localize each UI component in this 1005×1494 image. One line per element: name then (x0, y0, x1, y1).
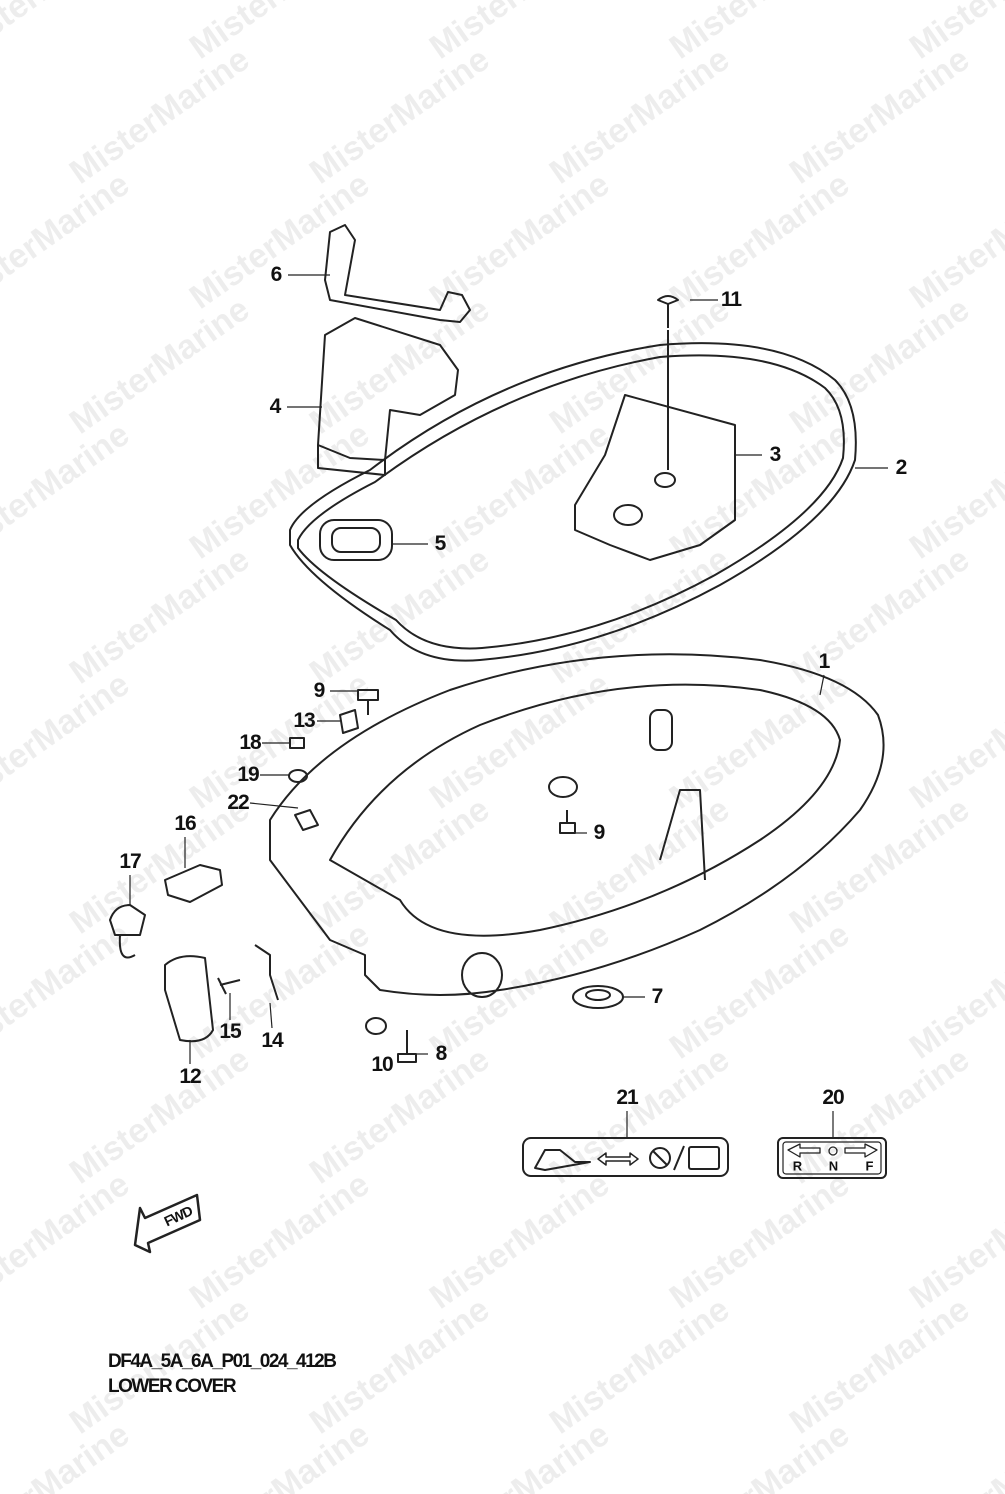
part-22-clip (294, 809, 319, 831)
part-4-duct (317, 317, 459, 461)
callout-5: 5 (434, 532, 447, 555)
leader-lines (129, 274, 888, 1138)
neutral-circle-icon (828, 1146, 838, 1156)
part-7-seal-inner (585, 989, 611, 1001)
part-1-lower-cover-inner (329, 683, 841, 937)
part-3-hole (654, 472, 676, 488)
part-16-connector (164, 864, 223, 903)
callout-9-lower: 9 (593, 821, 606, 844)
slash-divider (673, 1145, 685, 1171)
part-13-plate (339, 709, 359, 734)
callout-15: 15 (219, 1020, 241, 1043)
part-2-upper-cover-inner (297, 354, 845, 650)
part-9-bolt-upper (357, 689, 379, 715)
prohibited-icon (649, 1147, 671, 1169)
callout-13: 13 (293, 709, 315, 732)
part-5-grommet-inner (331, 527, 381, 553)
part-1-post (649, 709, 673, 751)
part-15-screw (217, 977, 241, 995)
part-1-rib (659, 789, 706, 881)
callout-12: 12 (179, 1065, 201, 1088)
part-19-washer (288, 769, 308, 783)
callout-4: 4 (269, 395, 282, 418)
part-12-cover (164, 955, 214, 1043)
arrow-left-icon (787, 1143, 821, 1158)
part-5-grommet (319, 519, 393, 561)
callout-6: 6 (270, 263, 283, 286)
diagram-title: LOWER COVER (108, 1376, 237, 1397)
part-9-bolt-lower (559, 810, 576, 834)
part-17-cap (109, 904, 146, 959)
part-3-plate (574, 394, 736, 561)
folder-icon (688, 1146, 720, 1170)
callout-18: 18 (239, 731, 261, 754)
part-1-lower-cover (269, 653, 885, 996)
part-6-bracket (324, 224, 471, 323)
part-10-plug (365, 1017, 387, 1035)
callout-3: 3 (769, 443, 782, 466)
callout-14: 14 (261, 1029, 283, 1052)
part-18-bolt (289, 737, 305, 749)
callout-19: 19 (237, 763, 259, 786)
arrow-right-icon (844, 1143, 878, 1158)
fwd-arrow (133, 1193, 202, 1254)
part-8-bolt (397, 1030, 417, 1063)
decal-20-inner (782, 1141, 882, 1175)
callout-21: 21 (616, 1086, 638, 1109)
callout-16: 16 (174, 812, 196, 835)
decal-20 (777, 1137, 887, 1179)
callout-2: 2 (895, 456, 908, 479)
decal-20-letter-f: F (865, 1158, 874, 1174)
decal-20-letter-n: N (828, 1158, 838, 1174)
part-4-duct-base (317, 445, 386, 476)
part-2-upper-cover (289, 342, 857, 662)
callout-7: 7 (651, 985, 664, 1008)
callout-22: 22 (227, 791, 249, 814)
callout-11: 11 (720, 288, 742, 311)
part-1-opening (461, 952, 503, 998)
callout-1: 1 (818, 650, 831, 673)
callout-9-upper: 9 (313, 679, 326, 702)
part-3-boss (613, 504, 643, 526)
decal-20-letter-r: R (792, 1158, 802, 1174)
diagram-code: DF4A_5A_6A_P01_024_412B (108, 1351, 337, 1372)
part-11-screw (657, 295, 679, 328)
callout-17: 17 (119, 850, 141, 873)
callout-8: 8 (435, 1042, 448, 1065)
part-1-hole (548, 776, 578, 798)
engine-icon (534, 1149, 591, 1171)
callout-10: 10 (371, 1053, 393, 1076)
double-arrow-icon (597, 1152, 639, 1166)
callout-20: 20 (822, 1086, 844, 1109)
part-14-clip (254, 944, 279, 1001)
decal-21 (522, 1137, 729, 1177)
